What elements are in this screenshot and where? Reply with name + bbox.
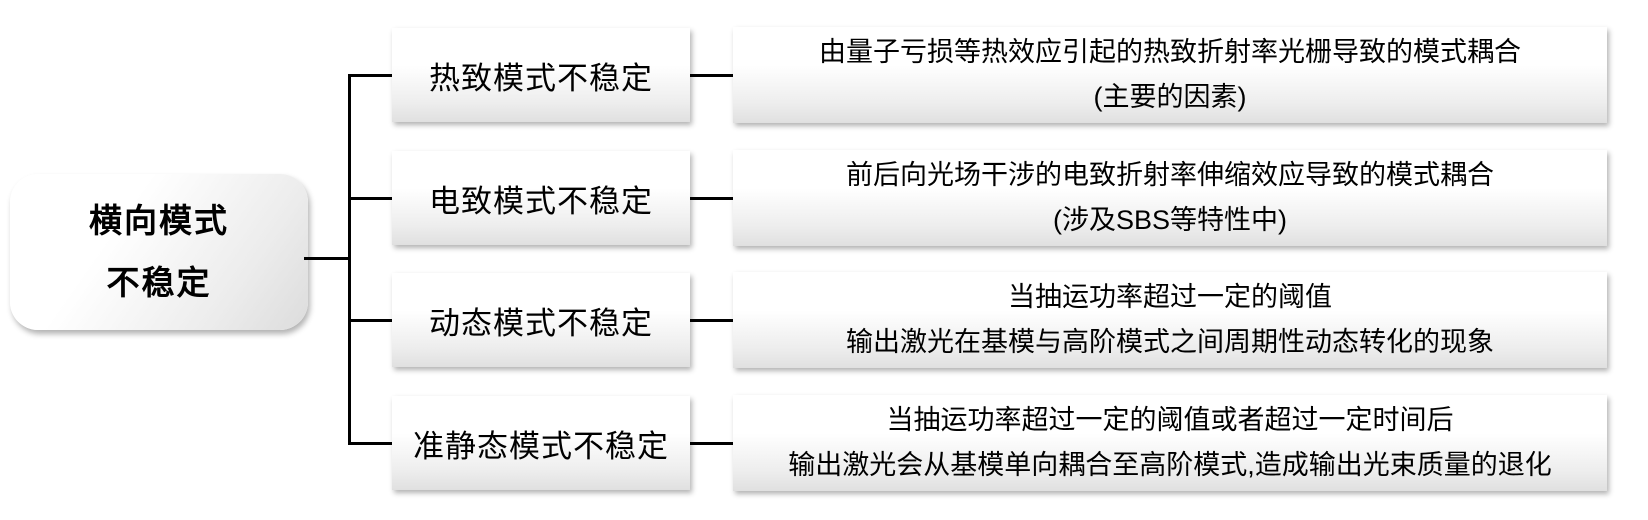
branch-node-thermal: 热致模式不稳定: [392, 28, 690, 122]
desc-text-line: (主要的因素): [1093, 82, 1247, 112]
branch-line-1: [348, 74, 394, 77]
root-node-label-line2: 不稳定: [106, 264, 212, 301]
desc-box-electrostriction: 前后向光场干涉的电致折射率伸缩效应导致的模式耦合 (涉及SBS等特性中): [733, 150, 1607, 246]
desc-text-line: 由量子亏损等热效应引起的热致折射率光栅导致的模式耦合: [819, 37, 1521, 67]
desc-box-thermal: 由量子亏损等热效应引起的热致折射率光栅导致的模式耦合 (主要的因素): [733, 27, 1607, 123]
desc-connector-line-1: [688, 74, 735, 77]
trunk-line: [348, 74, 351, 445]
branch-line-3: [348, 319, 394, 322]
branch-line-2: [348, 197, 394, 200]
branch-line-4: [348, 442, 394, 445]
desc-text-line: (涉及SBS等特性中): [1052, 205, 1287, 235]
desc-text-line: 输出激光在基模与高阶模式之间周期性动态转化的现象: [846, 327, 1494, 357]
root-node-transverse-mode-instability: 横向模式 不稳定: [10, 174, 308, 330]
desc-connector-line-3: [688, 319, 735, 322]
desc-text-line: 当抽运功率超过一定的阈值: [1008, 282, 1332, 312]
branch-node-dynamic: 动态模式不稳定: [392, 273, 690, 367]
desc-box-quasi-static: 当抽运功率超过一定的阈值或者超过一定时间后 输出激光会从基模单向耦合至高阶模式,…: [733, 395, 1607, 491]
desc-connector-line-2: [688, 197, 735, 200]
root-connector-line: [304, 257, 350, 260]
desc-box-dynamic: 当抽运功率超过一定的阈值 输出激光在基模与高阶模式之间周期性动态转化的现象: [733, 272, 1607, 368]
desc-text-line: 当抽运功率超过一定的阈值或者超过一定时间后: [886, 405, 1454, 435]
root-node-label-line1: 横向模式: [89, 202, 229, 239]
branch-node-electrostriction: 电致模式不稳定: [392, 151, 690, 245]
desc-text-line: 前后向光场干涉的电致折射率伸缩效应导致的模式耦合: [846, 160, 1494, 190]
desc-text-line: 输出激光会从基模单向耦合至高阶模式,造成输出光束质量的退化: [788, 450, 1552, 480]
branch-node-quasi-static: 准静态模式不稳定: [392, 396, 690, 490]
desc-connector-line-4: [688, 442, 735, 445]
